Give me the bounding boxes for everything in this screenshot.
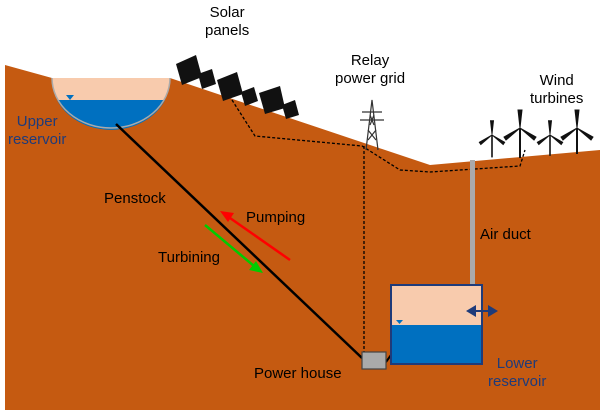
- double-arrow-icon: [466, 305, 498, 317]
- air-duct: [470, 160, 475, 286]
- upper-reservoir: [51, 77, 171, 130]
- solar-panels-icon: [176, 55, 299, 119]
- pylon-icon: [360, 99, 384, 151]
- water-level-icon: [396, 320, 403, 324]
- lower-reservoir: [390, 284, 498, 365]
- wind-turbines-icon: [478, 109, 594, 158]
- power-house-label: Power house: [254, 365, 342, 382]
- pumping-label: Pumping: [246, 209, 306, 226]
- penstock-label: Penstock: [104, 190, 166, 207]
- penstock: [115, 123, 363, 359]
- turbining-arrow-icon: [204, 224, 263, 273]
- power-line-dashed: [231, 99, 526, 173]
- pumping-arrow-icon: [220, 211, 291, 262]
- turbining-label: Turbining: [158, 249, 220, 266]
- power-house: [361, 351, 387, 370]
- water-level-icon: [66, 95, 74, 100]
- air-duct-label: Air duct: [480, 226, 531, 243]
